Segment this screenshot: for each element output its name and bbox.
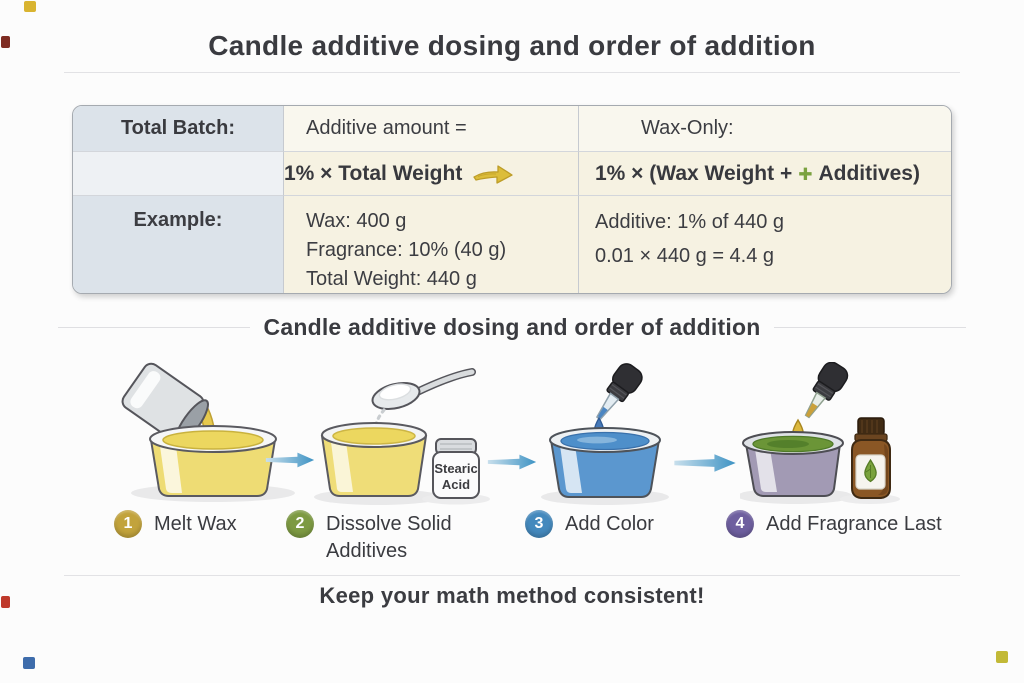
total-batch-formula-text: 1% × Total Weight bbox=[284, 161, 463, 185]
dissolve-additives-illustration: Stearic Acid bbox=[314, 368, 490, 505]
plus-icon: ✚ bbox=[798, 165, 813, 184]
color-dropper bbox=[595, 363, 643, 421]
bowl-highlight bbox=[560, 445, 582, 493]
step-2: 2 Dissolve Solid Additives bbox=[286, 510, 476, 565]
step-1: 1 Melt Wax bbox=[114, 510, 264, 538]
table-cell-empty bbox=[73, 152, 284, 196]
powder-scoop bbox=[378, 383, 412, 401]
stearic-acid-jar bbox=[432, 451, 480, 499]
dosing-table: Total Batch: Additive amount = Wax-Only:… bbox=[72, 105, 952, 294]
table-cell-example-label: Example: bbox=[73, 196, 284, 293]
flow-arrow bbox=[487, 454, 537, 470]
melt-wax-illustration bbox=[121, 362, 295, 502]
step-3-badge: 3 bbox=[525, 510, 553, 538]
wax-only-formula-text-2: Additives) bbox=[818, 161, 920, 185]
wax-surface bbox=[332, 427, 416, 445]
example-line: Wax: 400 g bbox=[306, 210, 407, 232]
step-4-badge: 4 bbox=[726, 510, 754, 538]
title-divider bbox=[64, 72, 960, 73]
step-3: 3 Add Color bbox=[525, 510, 695, 538]
table-cell-wax-only-formula: 1% × (Wax Weight + ✚ Additives) bbox=[579, 152, 951, 196]
surface-shading bbox=[767, 440, 809, 448]
corner-mark bbox=[24, 1, 36, 12]
section-title-row: Candle additive dosing and order of addi… bbox=[58, 314, 966, 341]
table-cell-total-batch-formula: 1% × Total Weight bbox=[284, 152, 579, 196]
melted-wax-surface bbox=[162, 430, 264, 450]
add-color-illustration bbox=[541, 363, 669, 505]
wax-bowl-body bbox=[149, 439, 277, 497]
footer-note: Keep your math method consistent! bbox=[319, 583, 705, 608]
jar-label-line1: Stearic bbox=[434, 461, 477, 476]
liquid-highlight bbox=[577, 436, 617, 444]
step-2-label: Dissolve Solid Additives bbox=[326, 513, 452, 562]
step-4-label: Add Fragrance Last bbox=[766, 513, 942, 535]
section-title: Candle additive dosing and order of addi… bbox=[263, 314, 761, 340]
step-1-badge: 1 bbox=[114, 510, 142, 538]
flow-arrow bbox=[674, 454, 736, 472]
example-line: 0.01 × 440 g = 4.4 g bbox=[595, 245, 775, 267]
step-2-badge: 2 bbox=[286, 510, 314, 538]
step-1-label: Melt Wax bbox=[154, 513, 237, 535]
corner-mark bbox=[996, 651, 1008, 663]
fragrance-bottle bbox=[851, 417, 891, 499]
corner-mark bbox=[1, 596, 10, 608]
jar-lid-ridges bbox=[440, 443, 472, 450]
fragrance-dropper bbox=[804, 362, 849, 419]
table-cell-example-total-batch: Wax: 400 g Fragrance: 10% (40 g) Total W… bbox=[284, 196, 579, 293]
step-4: 4 Add Fragrance Last bbox=[726, 510, 966, 538]
table-cell-example-wax-only: Additive: 1% of 440 g 0.01 × 440 g = 4.4… bbox=[579, 196, 951, 293]
bowl-highlight bbox=[755, 449, 777, 492]
example-line: Additive: 1% of 440 g bbox=[595, 211, 785, 233]
step-3-label: Add Color bbox=[565, 513, 654, 535]
bowl-highlight bbox=[160, 446, 182, 493]
example-line: Total Weight: 440 g bbox=[306, 268, 477, 290]
jar-label-line2: Acid bbox=[442, 477, 470, 492]
yellow-arrow-icon bbox=[473, 164, 513, 184]
spoon-handle bbox=[412, 369, 475, 396]
table-header-additive-amount: Additive amount = bbox=[284, 106, 579, 152]
flow-arrow bbox=[265, 452, 315, 468]
page-title: Candle additive dosing and order of addi… bbox=[208, 30, 816, 61]
add-fragrance-illustration bbox=[740, 362, 900, 504]
corner-mark bbox=[1, 36, 10, 48]
table-header-total-batch: Total Batch: bbox=[73, 106, 284, 152]
example-line: Fragrance: 10% (40 g) bbox=[306, 239, 507, 261]
section-divider-left bbox=[58, 327, 250, 328]
corner-mark bbox=[23, 657, 35, 669]
wax-only-formula-text-1: 1% × (Wax Weight + bbox=[595, 161, 793, 185]
pot-highlight bbox=[331, 442, 353, 492]
table-header-wax-only: Wax-Only: bbox=[579, 106, 951, 152]
footer-divider bbox=[64, 575, 960, 576]
section-divider-right bbox=[774, 327, 966, 328]
